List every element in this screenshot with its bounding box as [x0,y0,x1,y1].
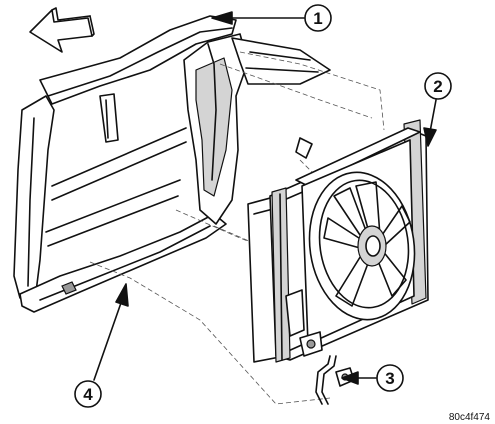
radiator-fan-assembly [247,119,429,363]
callout-1-label: 1 [313,9,322,28]
callout-2: 2 [423,72,452,147]
callout-1: 1 [211,4,332,32]
forward-arrow-icon [29,7,95,53]
callout-4: 4 [74,283,129,408]
callout-2-label: 2 [433,77,442,96]
radiator-support-frame [13,15,331,313]
callout-4-label: 4 [83,385,93,404]
callout-3: 3 [341,364,404,392]
callout-3-label: 3 [385,369,394,388]
figure-code: 80c4f474 [449,412,491,423]
